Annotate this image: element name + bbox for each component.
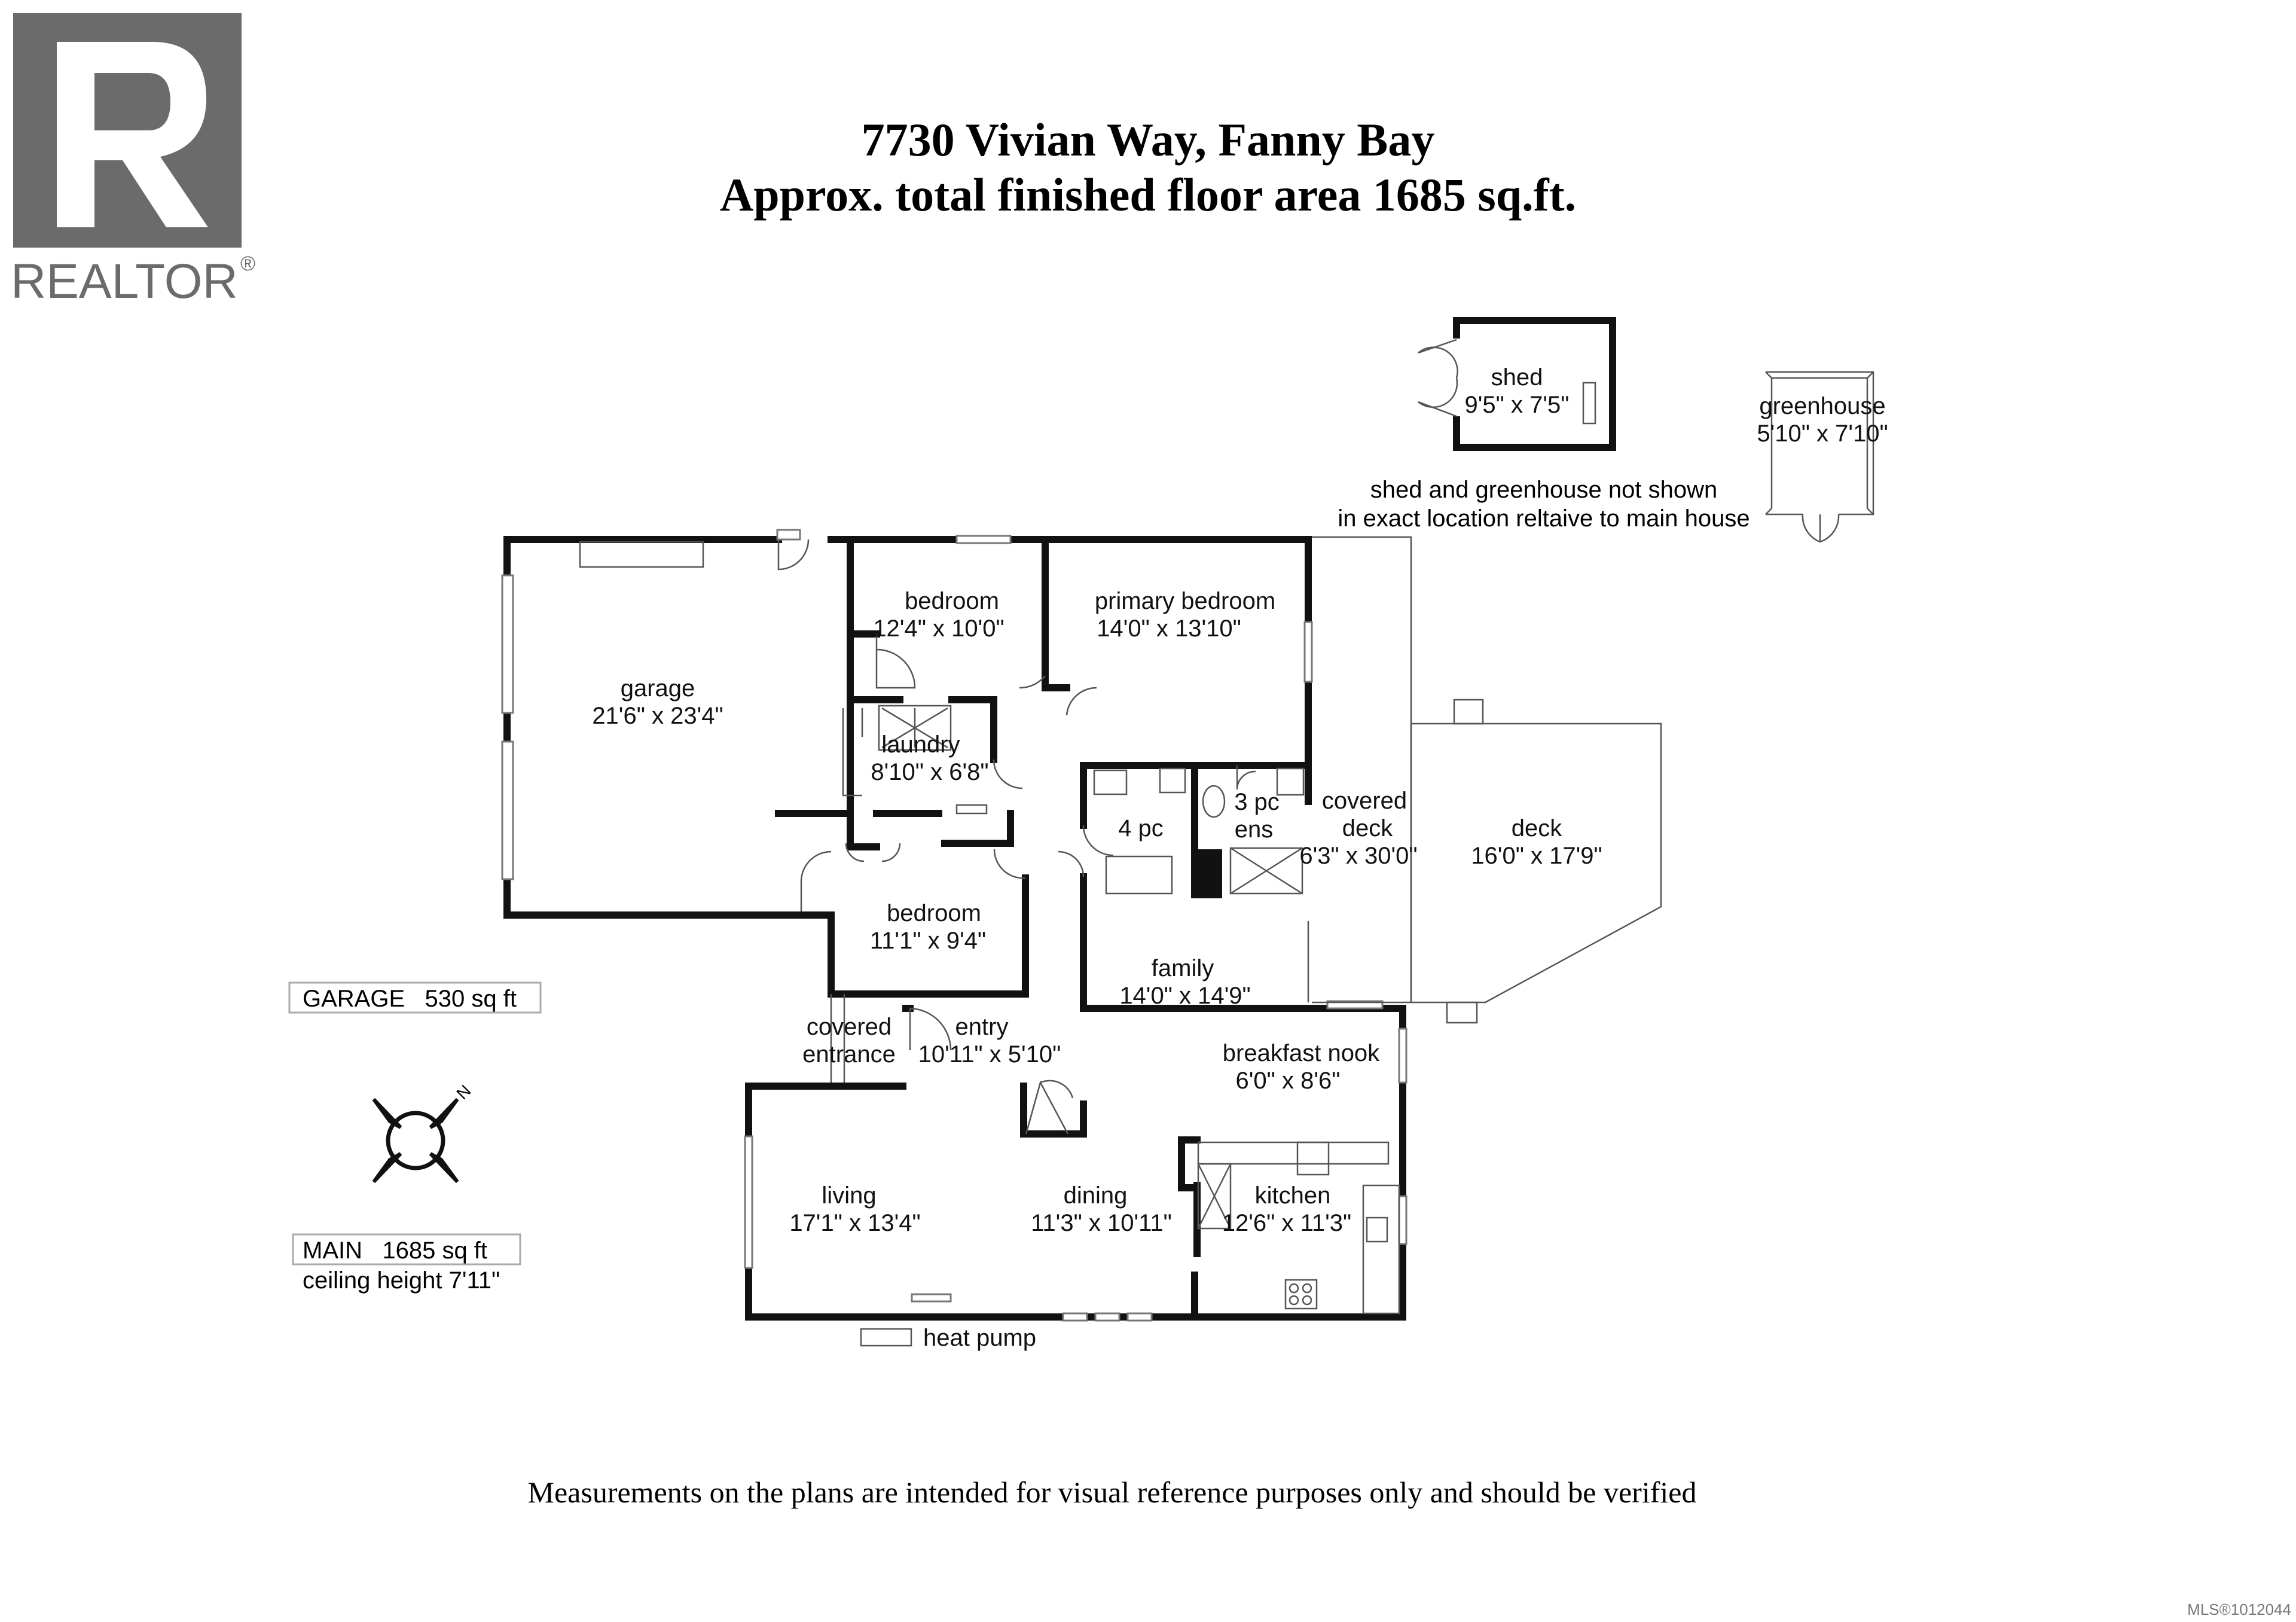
realtor-wordmark: REALTOR xyxy=(11,254,238,309)
svg-text:MAIN 1685 sq ft: MAIN 1685 sq ft xyxy=(303,1237,487,1264)
bedroom-top-dims: 12'4" x 10'0" xyxy=(873,615,1004,642)
living-label: living xyxy=(822,1182,876,1209)
garage-area-box: GARAGE 530 sq ft xyxy=(288,981,542,1014)
registered-mark: ® xyxy=(240,252,255,275)
garage-windows xyxy=(501,541,704,880)
compass-icon: N xyxy=(372,1081,475,1184)
covered-deck-label-2: deck xyxy=(1342,815,1393,842)
ensuite-label: 3 pc xyxy=(1234,789,1280,815)
entry-dims: 10'11" x 5'10" xyxy=(918,1041,1061,1068)
mls-number: MLS®1012044 xyxy=(2187,1600,2291,1618)
svg-text:ceiling height 7'11": ceiling height 7'11" xyxy=(303,1267,500,1294)
area-subtitle: Approx. total finished floor area 1685 s… xyxy=(720,169,1576,221)
ensuite-label-2: ens xyxy=(1235,816,1274,843)
main-area-box: MAIN 1685 sq ft ceiling height 7'11" xyxy=(292,1233,521,1294)
realtor-logo: REALTOR ® xyxy=(11,13,255,309)
heat-pump-label: heat pump xyxy=(923,1325,1036,1351)
primary-bedroom-dims: 14'0" x 13'10" xyxy=(1097,615,1241,642)
greenhouse-label: greenhouse xyxy=(1759,393,1885,419)
family-dims: 14'0" x 14'9" xyxy=(1119,983,1250,1009)
shed-note-line1: shed and greenhouse not shown xyxy=(1370,477,1717,503)
breakfast-nook-label: breakfast nook xyxy=(1223,1040,1380,1066)
kitchen-label: kitchen xyxy=(1255,1182,1331,1209)
bedroom-bottom-label: bedroom xyxy=(887,900,981,926)
greenhouse: greenhouse 5'10" x 7'10" xyxy=(1757,371,1888,543)
covered-entrance-label: covered xyxy=(807,1014,891,1040)
greenhouse-dims: 5'10" x 7'10" xyxy=(1757,420,1888,447)
address-title: 7730 Vivian Way, Fanny Bay xyxy=(862,114,1435,166)
primary-bedroom-label: primary bedroom xyxy=(1095,588,1275,614)
shed: shed 9'5" x 7'5" xyxy=(1418,317,1616,451)
bedroom-bottom-dims: 11'1" x 9'4" xyxy=(870,928,986,954)
covered-entrance-posts xyxy=(830,994,845,1083)
dining-label: dining xyxy=(1064,1182,1128,1209)
shed-dims: 9'5" x 7'5" xyxy=(1465,392,1570,418)
door-swings xyxy=(776,529,1256,1135)
deck-dims: 16'0" x 17'9" xyxy=(1471,843,1602,869)
entry-label: entry xyxy=(955,1014,1009,1040)
garage-dims: 21'6" x 23'4" xyxy=(592,703,723,729)
shed-note-line2: in exact location reltaive to main house xyxy=(1338,505,1750,532)
room-labels: garage 21'6" x 23'4" bedroom 12'4" x 10'… xyxy=(592,588,1602,1236)
bath-4pc-label: 4 pc xyxy=(1118,815,1164,842)
shed-label: shed xyxy=(1491,364,1543,391)
kitchen-dims: 12'6" x 11'3" xyxy=(1222,1210,1351,1236)
bedroom-top-label: bedroom xyxy=(905,588,999,614)
laundry-label: laundry xyxy=(881,731,960,758)
covered-entrance-label-2: entrance xyxy=(802,1041,896,1068)
svg-text:GARAGE 530 sq ft: GARAGE 530 sq ft xyxy=(303,986,517,1012)
disclaimer-text: Measurements on the plans are intended f… xyxy=(528,1475,1697,1509)
covered-deck-dims: 6'3" x 30'0" xyxy=(1299,843,1417,869)
family-label: family xyxy=(1152,955,1214,981)
deck-label: deck xyxy=(1512,815,1562,842)
laundry-dims: 8'10" x 6'8" xyxy=(871,759,988,785)
house-walls xyxy=(503,536,1406,1321)
garage-label: garage xyxy=(621,675,695,702)
decks xyxy=(1307,536,1662,1024)
covered-deck-label: covered xyxy=(1322,788,1407,814)
living-dims: 17'1" x 13'4" xyxy=(789,1210,920,1236)
dining-dims: 11'3" x 10'11" xyxy=(1031,1210,1172,1236)
breakfast-nook-dims: 6'0" x 8'6" xyxy=(1236,1068,1341,1094)
fixtures xyxy=(1093,767,1400,1315)
